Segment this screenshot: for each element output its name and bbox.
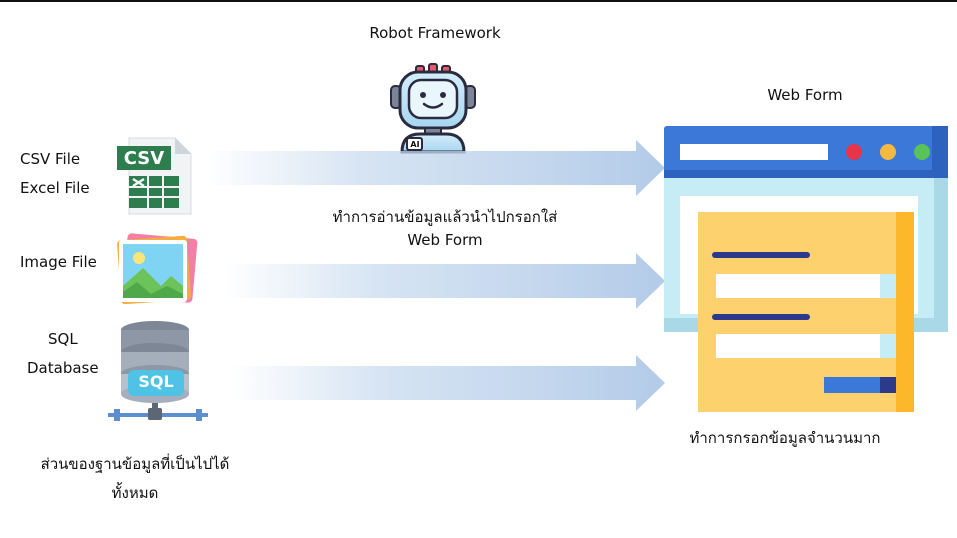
web-form-icon [664, 126, 948, 412]
web-form-caption: ทำการกรอกข้อมูลจำนวนมาก [689, 429, 881, 447]
arrow-sql [230, 355, 665, 411]
arrow-image [225, 253, 665, 309]
top-border [0, 0, 957, 2]
sources-caption-line2: ทั้งหมด [111, 484, 159, 502]
database-label: Database [27, 359, 99, 377]
excel-file-label: Excel File [20, 179, 90, 197]
image-gallery-icon [117, 233, 198, 305]
csv-excel-icon [117, 137, 192, 215]
arrow-csv [205, 140, 665, 196]
sql-icon-text: SQL [138, 372, 174, 391]
robot-icon [390, 63, 476, 154]
sources-caption-line1: ส่วนของฐานข้อมูลที่เป็นไปได้ [40, 455, 230, 473]
robot-ai-badge: AI [410, 140, 420, 149]
image-file-label: Image File [20, 253, 97, 271]
sql-label: SQL [48, 330, 78, 348]
robot-framework-title: Robot Framework [369, 24, 501, 42]
process-text-line2: Web Form [407, 231, 483, 249]
csv-icon-text: CSV [123, 148, 165, 169]
web-form-title: Web Form [767, 86, 843, 104]
csv-file-label: CSV File [20, 150, 81, 168]
process-text-line1: ทำการอ่านข้อมูลแล้วนำไปกรอกใส่ [332, 208, 558, 226]
sql-database-icon [108, 321, 208, 421]
